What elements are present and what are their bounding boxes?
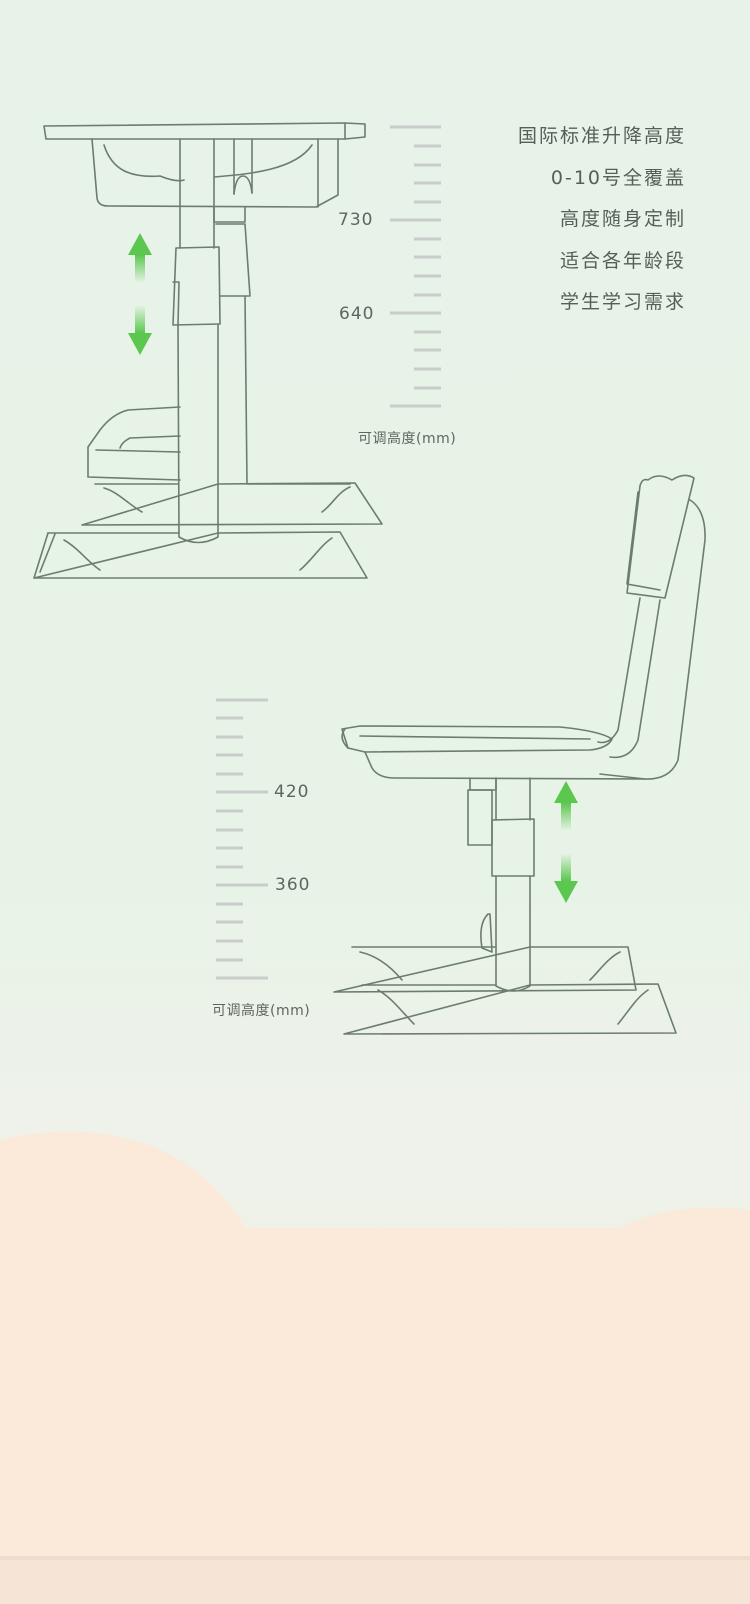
chair-height-arrow (554, 781, 578, 903)
feature-list: 国际标准升降高度 0-10号全覆盖 高度随身定制 适合各年龄段 学生学习需求 (518, 116, 686, 324)
chair-ruler (216, 698, 268, 980)
feature-item: 高度随身定制 (559, 208, 686, 230)
peach-cloud (0, 1131, 750, 1604)
chair-ruler-label-360: 360 (275, 875, 311, 895)
chair-ruler-caption: 可调高度(mm) (212, 1003, 311, 1019)
desk-ruler-caption: 可调高度(mm) (358, 431, 457, 447)
chair-seat (341, 725, 613, 753)
desk-back-base (81, 482, 383, 526)
chair-front-base (343, 983, 677, 1035)
desk-ruler-label-730: 730 (338, 210, 374, 230)
desk-column (179, 138, 215, 249)
feature-item: 学生学习需求 (559, 291, 686, 313)
chair-backrest (626, 474, 695, 599)
desk-height-arrow (128, 233, 152, 355)
desk-front-base (33, 531, 368, 579)
desk-ruler (390, 125, 441, 408)
feature-item: 国际标准升降高度 (517, 125, 686, 147)
feature-item: 0-10号全覆盖 (550, 166, 686, 189)
feature-item: 适合各年龄段 (559, 249, 686, 272)
chair-ruler-label-420: 420 (274, 782, 310, 802)
desk-footrest (87, 406, 181, 481)
desk-ruler-label-640: 640 (339, 304, 375, 324)
desk-drawer (91, 138, 339, 208)
